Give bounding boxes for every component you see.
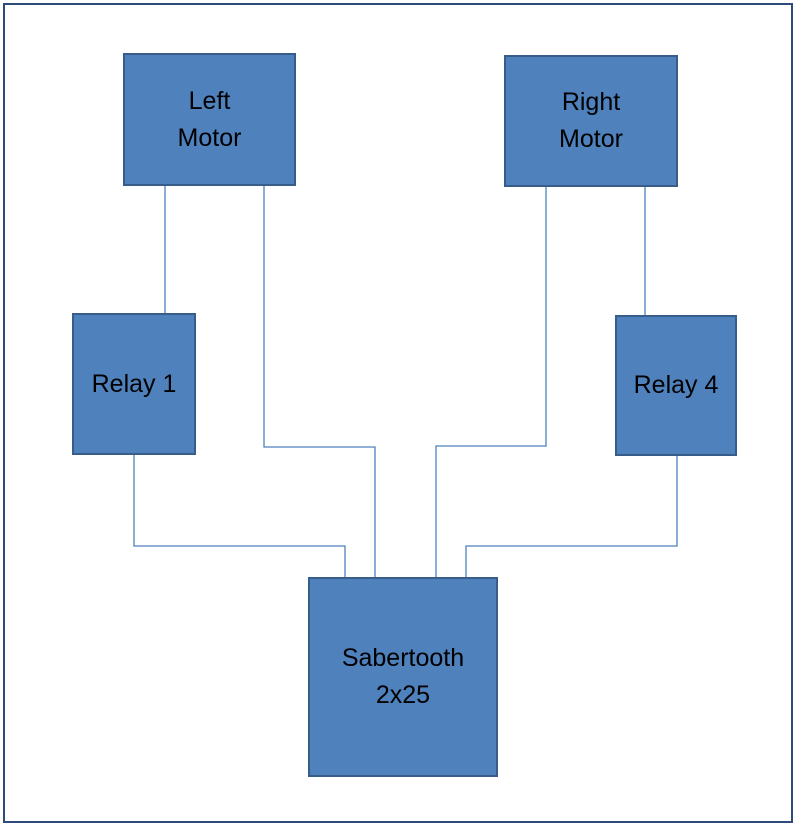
wire-left-motor-to-sabertooth <box>263 186 376 578</box>
left-motor-label: Left Motor <box>177 86 242 152</box>
sabertooth-label: Sabertooth 2x25 <box>341 644 465 709</box>
relay-4-box: Relay 4 <box>615 315 737 456</box>
sabertooth-box: Sabertooth 2x25 <box>308 577 498 777</box>
relay-1-box: Relay 1 <box>72 313 196 455</box>
relay-4-label: Relay 4 <box>633 371 719 399</box>
wire-relay-4-to-sabertooth <box>465 456 678 578</box>
wire-relay-1-to-sabertooth <box>133 455 346 578</box>
left-motor-box: Left Motor <box>123 53 296 186</box>
right-motor-box: Right Motor <box>504 55 678 187</box>
relay-1-label: Relay 1 <box>91 369 177 398</box>
right-motor-label: Right Motor <box>559 88 623 153</box>
wire-right-motor-to-sabertooth <box>435 187 547 578</box>
diagram-frame <box>3 3 793 823</box>
